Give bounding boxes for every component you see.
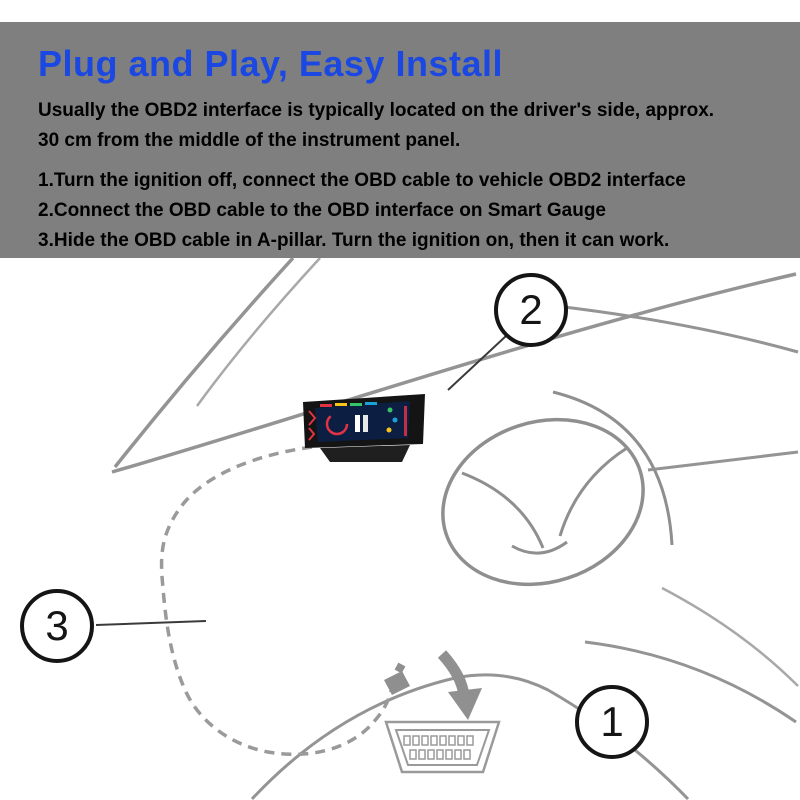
dash-top-line [555, 304, 799, 354]
instrument-cowl-line [552, 390, 674, 546]
callout-1-label: 1 [600, 698, 624, 745]
step-1: 1.Turn the ignition off, connect the OBD… [38, 170, 686, 191]
car-interior-illustration: 1 2 3 [0, 258, 800, 800]
header: Plug and Play, Easy Install Usually the … [0, 22, 800, 258]
callout-3-pointer-line [95, 620, 207, 626]
intro-text: Usually the OBD2 interface is typically … [38, 96, 762, 156]
page-title: Plug and Play, Easy Install [38, 43, 503, 84]
callout-2-label: 2 [519, 286, 543, 333]
install-steps: 1.Turn the ignition off, connect the OBD… [38, 166, 762, 256]
step-3: 3.Hide the OBD cable in A-pillar. Turn t… [38, 230, 670, 251]
callout-3: 3 [20, 589, 94, 663]
callout-1: 1 [575, 685, 649, 759]
callout-2-pointer-line [447, 335, 507, 391]
a-pillar-line-inner [195, 258, 321, 407]
obd-cable-dashed-line [159, 445, 393, 756]
steering-wheel [441, 417, 645, 587]
obd2-connector [384, 720, 501, 774]
smart-gauge-device [303, 394, 425, 462]
windshield-line [111, 272, 797, 474]
cable-plug-icon [384, 662, 410, 695]
car-interior-drawing [95, 258, 799, 800]
step-2: 2.Connect the OBD cable to the OBD inter… [38, 200, 606, 221]
seat-line-upper [584, 640, 797, 724]
a-pillar-line-outer [113, 258, 295, 469]
arrow-down-icon [437, 650, 482, 720]
callout-2: 2 [494, 273, 568, 347]
seat-line-inner [661, 586, 799, 687]
intro-line-1: Usually the OBD2 interface is typically … [38, 100, 715, 121]
intro-line-2: 30 cm from the middle of the instrument … [38, 130, 461, 151]
callout-3-label: 3 [45, 602, 69, 649]
dash-right-line [647, 450, 799, 472]
